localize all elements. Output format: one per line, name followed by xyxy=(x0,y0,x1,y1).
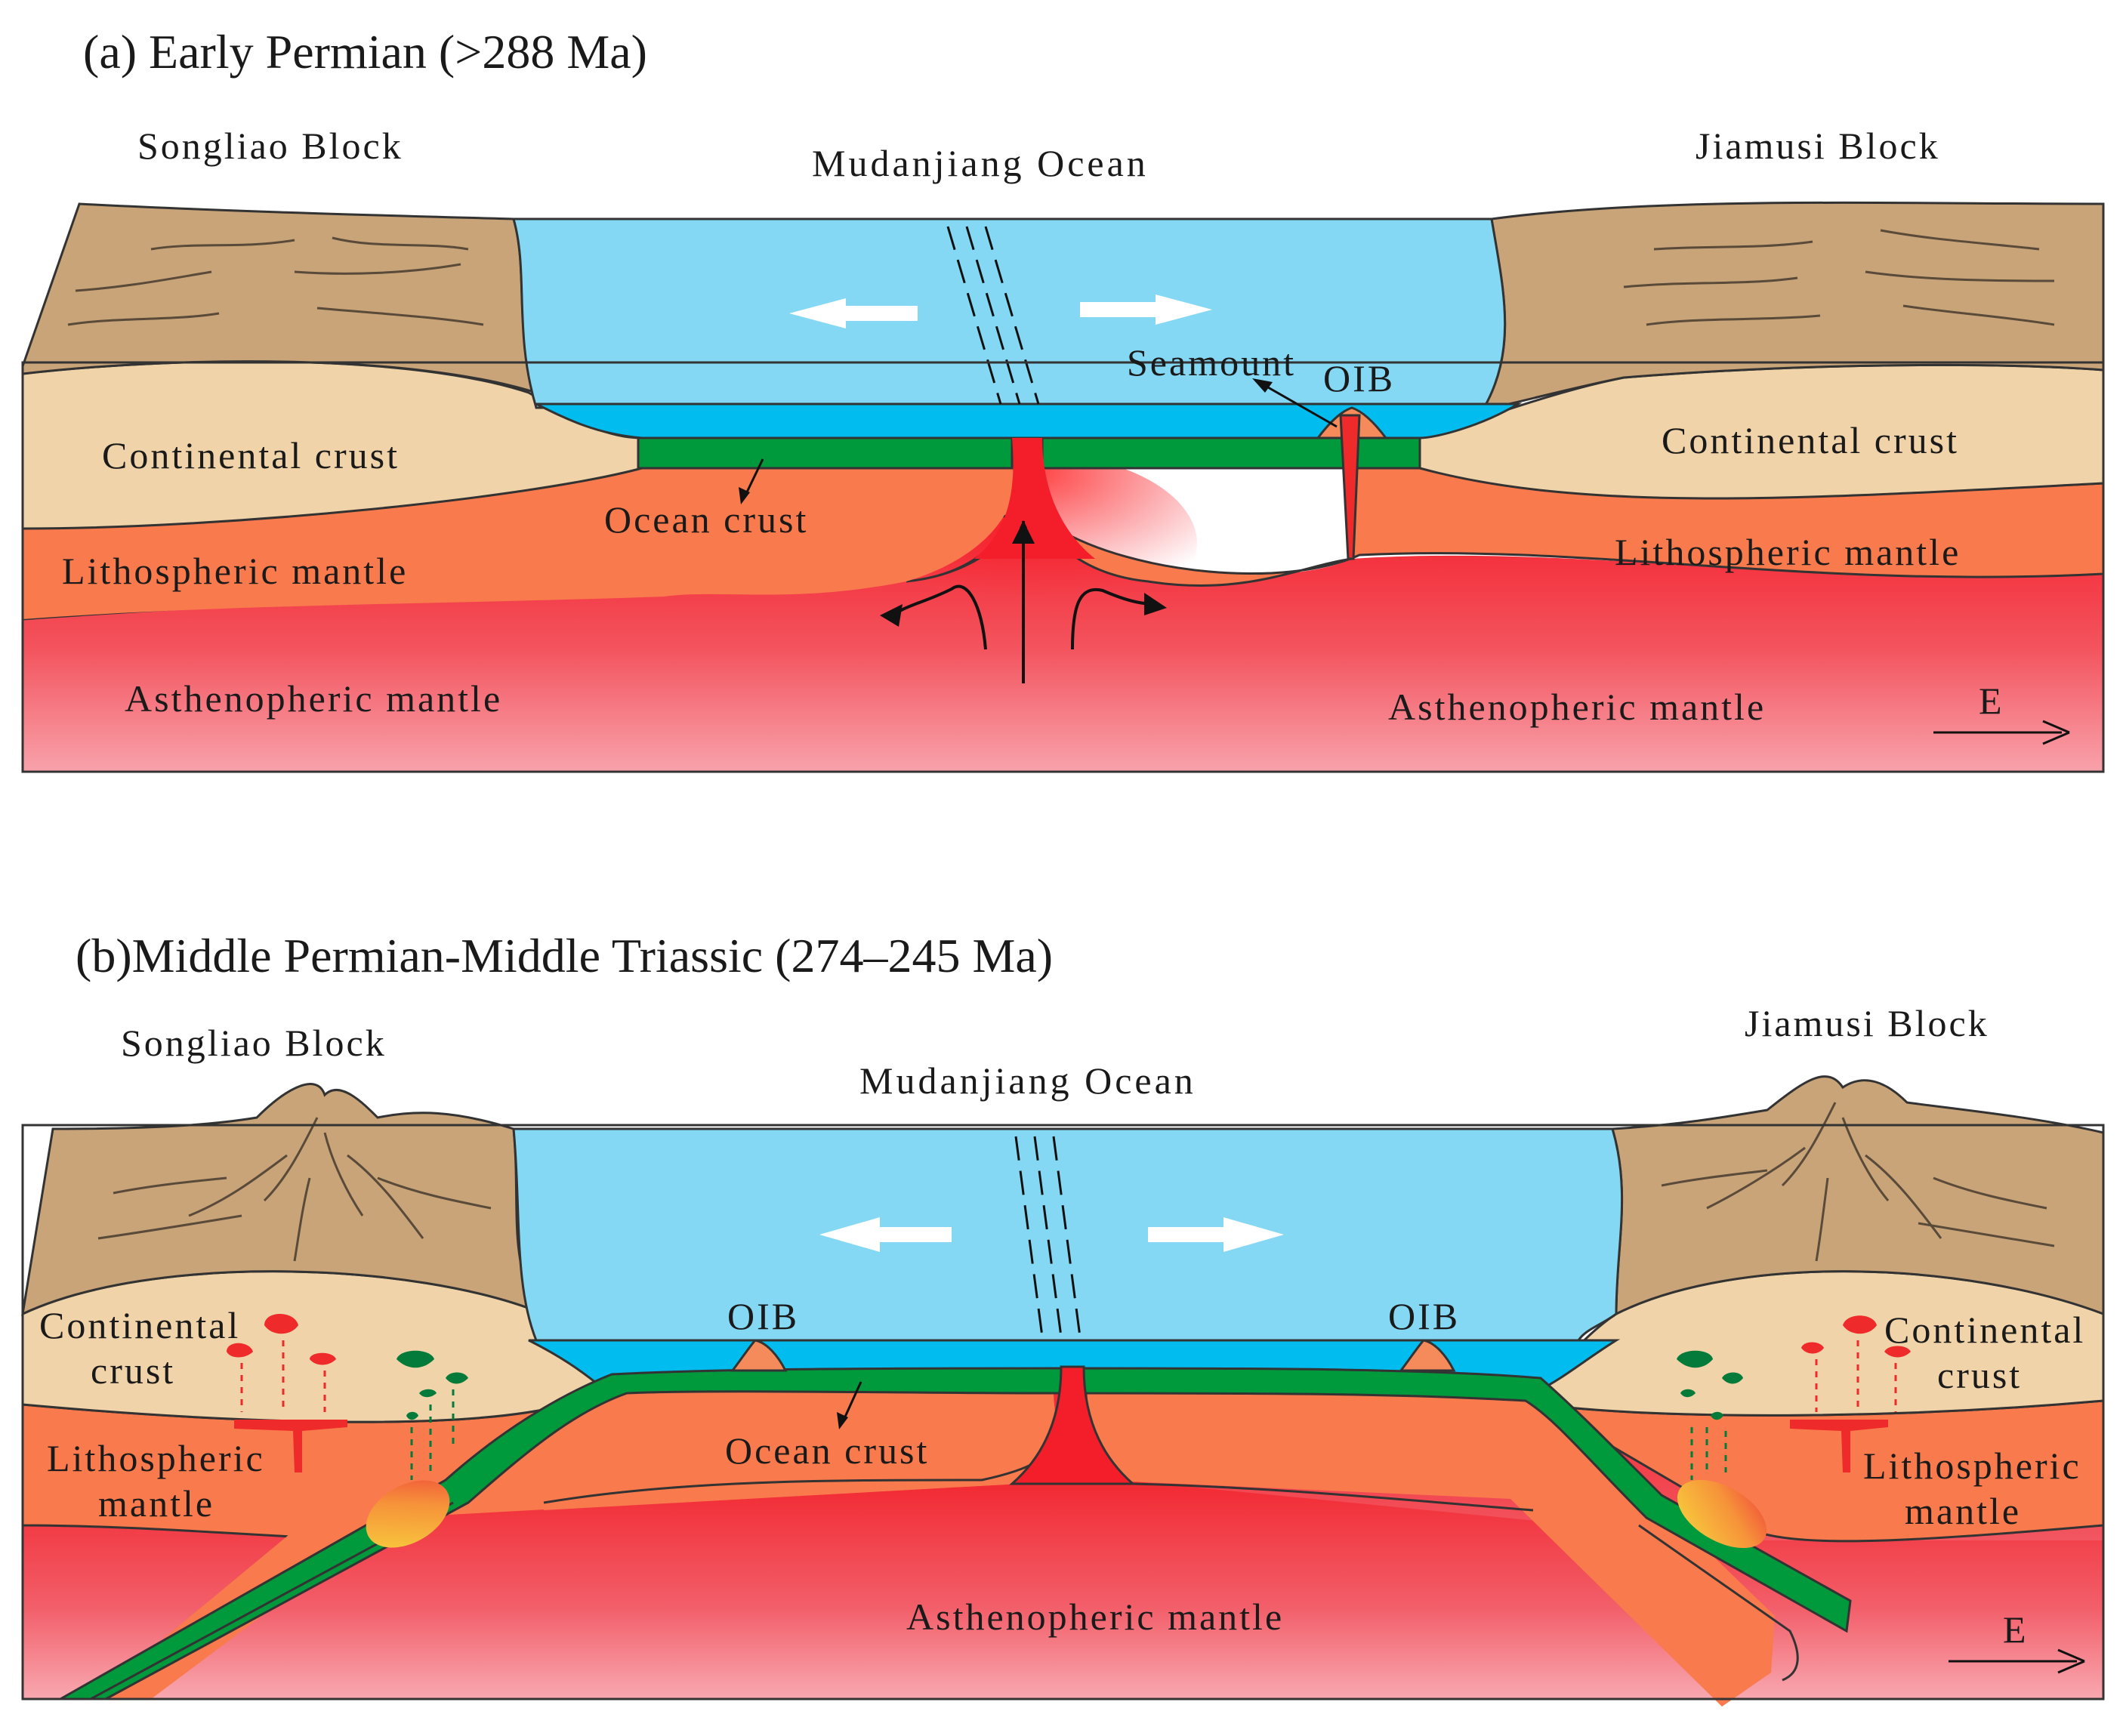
panel-a-ocean-label: Mudanjiang Ocean xyxy=(812,142,1149,184)
panel-b-litho-right-label-2: mantle xyxy=(1905,1490,2021,1532)
panel-b-crust-right-label-2: crust xyxy=(1937,1354,2022,1396)
panel-a-frame xyxy=(21,361,2105,773)
panel-a-seamount-leader xyxy=(1257,380,1338,428)
panel-a-ocean-crust-label: Ocean crust xyxy=(604,498,808,541)
panel-b-oib-left-label: OIB xyxy=(727,1295,799,1337)
panel-a: (a) Early Permian (>288 Ma) xyxy=(21,25,2105,773)
panel-a-upwelling-arrow-head xyxy=(1012,521,1035,544)
panel-b-crust-left-label-1: Continental xyxy=(39,1304,240,1346)
panel-a-ridge-magma xyxy=(974,438,1095,559)
panel-a-crust-left-label: Continental crust xyxy=(102,434,400,476)
panel-b-title: (b)Middle Permian-Middle Triassic (274–2… xyxy=(76,929,1053,982)
panel-a-oib-conduit xyxy=(1339,414,1361,560)
panel-b-litho-right-label-1: Lithospheric xyxy=(1863,1445,2081,1487)
panel-a-ocean-crust-right xyxy=(1041,436,1421,470)
panel-a-seamount-leader-head xyxy=(1252,378,1273,393)
panel-b-ridge-magma xyxy=(1009,1365,1136,1485)
panel-b-oib-right-label: OIB xyxy=(1388,1295,1460,1337)
panel-a-litho-left-label: Lithospheric mantle xyxy=(62,550,408,592)
panel-a-convection-right-head xyxy=(1144,593,1167,615)
panel-a-spread-arrow-right xyxy=(1080,294,1212,325)
panel-b-ocean-crust-label: Ocean crust xyxy=(725,1429,929,1472)
panel-b-crust-left-label-2: crust xyxy=(91,1349,175,1392)
panel-a-astheno-right-label: Asthenopheric mantle xyxy=(1388,686,1766,728)
panel-b-texture-right xyxy=(1661,1102,2055,1262)
panel-a-convection-left-head xyxy=(880,604,903,627)
panel-a-asthenosphere-top xyxy=(23,498,2103,772)
panel-b-mid-mantle xyxy=(544,1405,1088,1510)
panel-b-east-label: E xyxy=(2003,1608,2029,1651)
panel-b-litho-left-label-2: mantle xyxy=(98,1482,214,1525)
panel-a-fault-lines xyxy=(946,226,1040,405)
panel-a-jiamusi-label: Jiamusi Block xyxy=(1696,125,1940,167)
panel-a-oib-label: OIB xyxy=(1323,357,1395,399)
panel-a-seamount-label: Seamount xyxy=(1127,341,1296,384)
panel-b-ocean-label: Mudanjiang Ocean xyxy=(859,1059,1196,1102)
panel-b-spread-arrow-right xyxy=(1148,1217,1284,1252)
panel-a-ocean-crust-left xyxy=(637,436,1014,470)
panel-b-green-intrusions-left xyxy=(397,1350,468,1480)
panel-b-frame xyxy=(21,1124,2105,1701)
panel-b-melt-pod-left xyxy=(366,1480,450,1548)
panel-b-seamount-left xyxy=(730,1339,788,1372)
panel-b-intrusions-left xyxy=(227,1314,347,1472)
panel-b-spread-arrow-left xyxy=(819,1217,952,1252)
panel-b-slab-right-edge xyxy=(1638,1524,1799,1682)
panel-a-astheno-left-label: Asthenopheric mantle xyxy=(125,677,502,720)
panel-a-title: (a) Early Permian (>288 Ma) xyxy=(83,25,647,79)
panel-b-seamount-right xyxy=(1399,1339,1456,1372)
panel-b-melt-pod-right xyxy=(1677,1479,1767,1549)
panel-b-texture-left xyxy=(97,1117,492,1262)
panel-b-songliao-label: Songliao Block xyxy=(121,1022,387,1064)
panel-b-jiamusi-label: Jiamusi Block xyxy=(1745,1002,1989,1044)
panel-a-texture-right xyxy=(1623,229,2055,326)
panel-b: (b)Middle Permian-Middle Triassic (274–2… xyxy=(21,929,2105,1707)
panel-b-intrusions-right xyxy=(1790,1315,1911,1472)
panel-b-ocean-crust-right xyxy=(1082,1367,1852,1633)
panel-b-east-arrow-head xyxy=(2057,1648,2085,1674)
panel-b-litho-left-label-1: Lithospheric xyxy=(47,1437,265,1479)
panel-a-east-label: E xyxy=(1979,680,2004,722)
panel-b-ocean xyxy=(512,1127,1624,1342)
panel-a-ocean-crust-leader-head xyxy=(739,487,750,504)
panel-a-mantle-wedge xyxy=(23,468,1017,619)
panel-a-litho-right-label: Lithospheric mantle xyxy=(1615,531,1961,573)
panel-b-ocean-crust-leader-head xyxy=(837,1412,848,1429)
panel-b-upper-crust-left xyxy=(21,1083,545,1316)
panel-a-texture-left xyxy=(67,236,484,326)
panel-a-convection-left xyxy=(886,584,987,650)
panel-b-green-intrusions-right xyxy=(1677,1350,1743,1480)
panel-b-crust-right-label-1: Continental xyxy=(1884,1309,2085,1351)
panel-a-songliao-label: Songliao Block xyxy=(137,125,403,167)
panel-a-spread-arrow-left xyxy=(789,298,918,328)
panel-b-astheno-label: Asthenopheric mantle xyxy=(906,1596,1284,1638)
panel-a-convection-right xyxy=(1071,587,1156,650)
panel-a-crust-right-label: Continental crust xyxy=(1662,419,1959,461)
panel-a-east-arrow-head xyxy=(2042,720,2070,745)
